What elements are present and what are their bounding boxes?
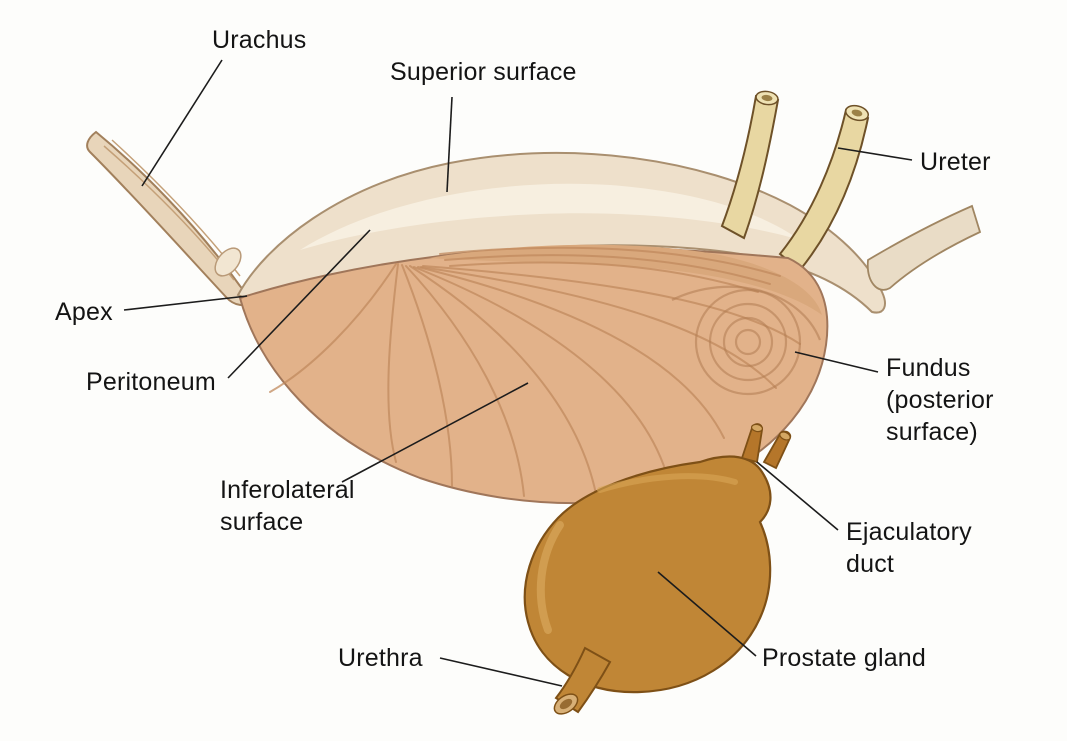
fundus-leader-line [794,351,879,373]
inferolateral-surface-label: Inferolateral surface [220,476,355,536]
peritoneum-label: Peritoneum [86,368,216,396]
urethra-tube [553,646,612,715]
superior-surface-leader-line [446,96,453,193]
superior-surface-highlight [300,183,800,250]
ejaculatory-duct-label: Ejaculatory duct [846,518,972,578]
peritoneum-leader-line [227,229,371,379]
ureter-leader-line [837,147,913,161]
urethra-leader-line [439,657,563,687]
leader-lines [123,59,913,687]
apex-leader-line [123,295,248,311]
prostate-gland-leader-line [657,571,757,657]
fundus-label: Fundus (posterior surface) [886,354,994,446]
ejaculatory-duct-stubs [740,423,792,470]
urachus-leader-line [141,59,223,187]
prostate-gland-label: Prostate gland [762,644,927,672]
ejaculatory-duct-leader-line [756,461,839,531]
urachus-cord [86,130,254,306]
ureter-left-tube [720,90,780,240]
peritoneal-edge-band [866,204,982,291]
bladder-body [238,244,829,505]
prostate-gland-shape [523,455,772,694]
urethra-label: Urethra [338,644,423,672]
inferolateral-leader-line [341,382,529,483]
ureter-label: Ureter [920,148,991,176]
apex-label: Apex [55,298,113,326]
detrusor-muscle-fibers [269,246,801,497]
fundus-fiber-swirl [671,285,822,396]
superior-surface-label: Superior surface [390,58,577,86]
urachus-collar [214,247,242,277]
urachus-label: Urachus [212,26,307,54]
